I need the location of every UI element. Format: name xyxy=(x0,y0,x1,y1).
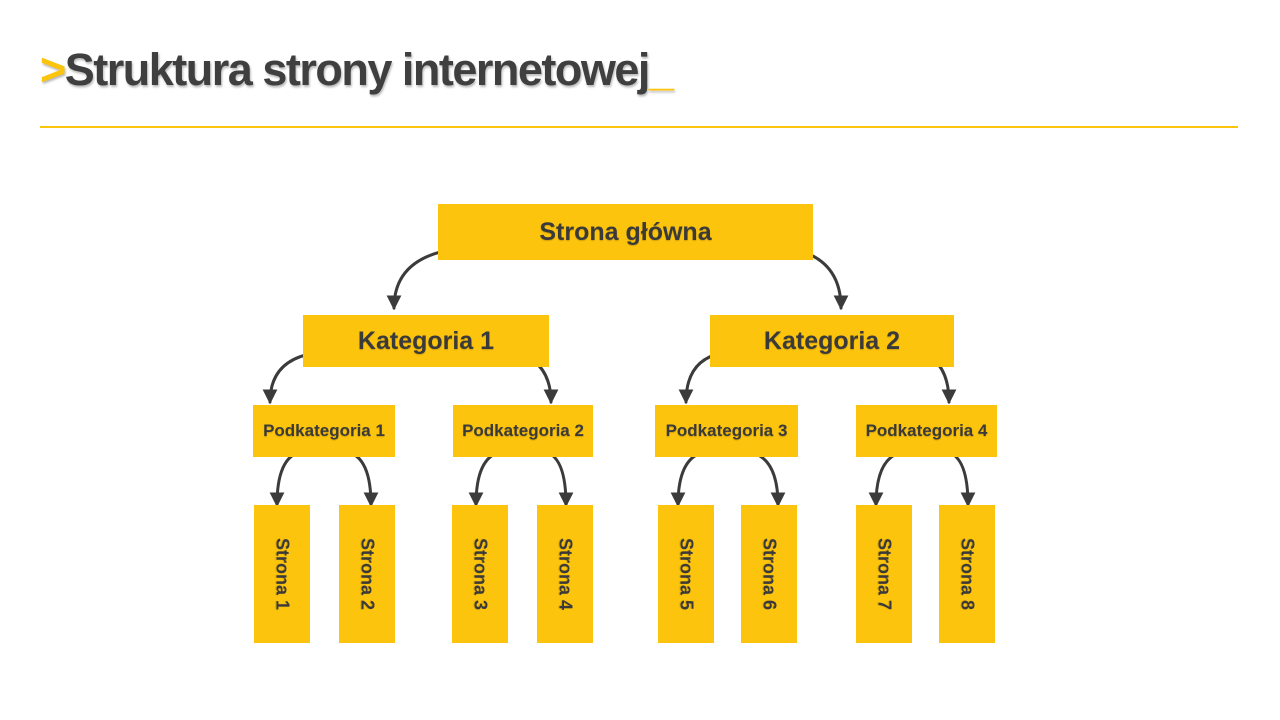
node-podkategoria-4: Podkategoria 4 xyxy=(856,405,997,457)
node-strona-glowna-label: Strona główna xyxy=(539,217,712,246)
node-kategoria-1: Kategoria 1 xyxy=(303,315,549,367)
node-strona-4: Strona 4 xyxy=(537,505,593,643)
node-podkategoria-2-label: Podkategoria 2 xyxy=(462,421,584,440)
node-podkategoria-2: Podkategoria 2 xyxy=(453,405,593,457)
node-podkategoria-4-label: Podkategoria 4 xyxy=(865,421,988,440)
node-podkategoria-1: Podkategoria 1 xyxy=(253,405,395,457)
title-chevron: > xyxy=(40,44,66,95)
title-underline xyxy=(40,126,1238,128)
node-strona-glowna: Strona główna xyxy=(438,204,813,260)
node-strona-7: Strona 7 xyxy=(856,505,912,643)
node-strona-4-label: Strona 4 xyxy=(555,537,576,611)
arrow-podkategoria-1-to-strona-2 xyxy=(346,450,379,508)
node-podkategoria-3-label: Podkategoria 3 xyxy=(665,421,788,440)
node-podkategoria-1-label: Podkategoria 1 xyxy=(263,421,385,440)
node-strona-1: Strona 1 xyxy=(254,505,310,643)
arrow-podkategoria-4-to-strona-7 xyxy=(868,450,904,508)
page-title: >Struktura strony internetowej_ xyxy=(40,44,674,96)
arrow-podkategoria-2-to-strona-3 xyxy=(468,450,502,508)
node-strona-8-label: Strona 8 xyxy=(957,537,978,611)
arrow-podkategoria-4-to-strona-8 xyxy=(946,450,976,508)
node-strona-6: Strona 6 xyxy=(741,505,797,643)
node-strona-5: Strona 5 xyxy=(658,505,714,643)
node-strona-7-label: Strona 7 xyxy=(874,537,895,611)
node-kategoria-1-label: Kategoria 1 xyxy=(357,326,495,355)
node-strona-5-label: Strona 5 xyxy=(676,537,697,611)
node-strona-8: Strona 8 xyxy=(939,505,995,643)
arrow-podkategoria-3-to-strona-6 xyxy=(748,450,786,508)
node-strona-3-label: Strona 3 xyxy=(470,537,491,611)
node-strona-2: Strona 2 xyxy=(339,505,395,643)
node-strona-3: Strona 3 xyxy=(452,505,508,643)
node-strona-6-label: Strona 6 xyxy=(759,537,780,611)
node-kategoria-2: Kategoria 2 xyxy=(710,315,954,367)
title-underscore: _ xyxy=(648,44,674,95)
node-strona-1-label: Strona 1 xyxy=(272,537,293,611)
node-kategoria-2-label: Kategoria 2 xyxy=(763,326,901,355)
page-title-text: Struktura strony internetowej xyxy=(64,44,651,95)
node-podkategoria-3: Podkategoria 3 xyxy=(655,405,798,457)
node-strona-2-label: Strona 2 xyxy=(357,537,378,611)
arrow-podkategoria-2-to-strona-4 xyxy=(544,450,574,508)
arrow-podkategoria-1-to-strona-1 xyxy=(269,450,302,508)
arrow-podkategoria-3-to-strona-5 xyxy=(670,450,706,508)
